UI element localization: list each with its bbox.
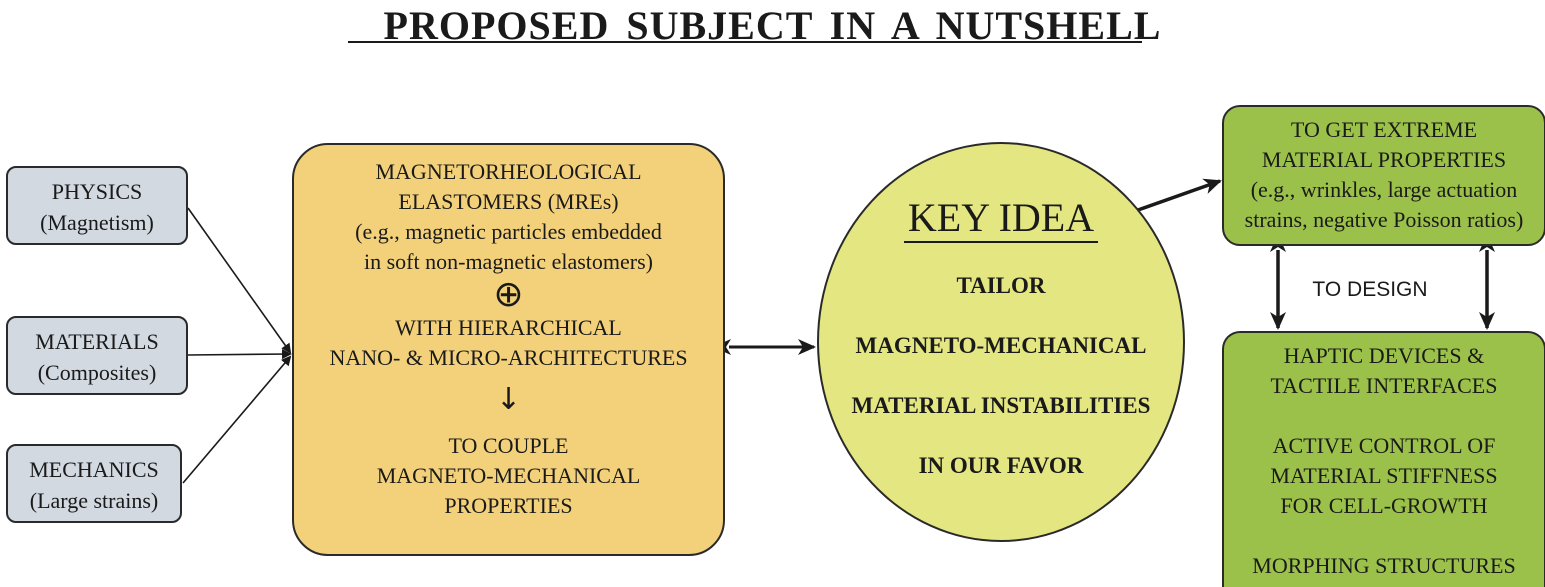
mre-line: WITH HIERARCHICAL [395, 315, 622, 340]
mre-line: (e.g., magnetic particles embedded [355, 219, 662, 244]
applications-line: ACTIVE CONTROL OF [1272, 433, 1496, 458]
input-mechanics-title: MECHANICS [29, 457, 159, 482]
diagram-title: PROPOSED SUBJECT IN A NUTSHELL [383, 3, 1162, 48]
spacer [1224, 401, 1544, 431]
down-arrow-icon: ↓ [495, 382, 522, 417]
applications-line: FOR CELL-GROWTH [1280, 493, 1488, 518]
input-mechanics-subtitle: (Large strains) [29, 488, 159, 513]
extreme-line: TO GET EXTREME [1290, 117, 1478, 142]
oplus-icon: ⊕ [493, 274, 524, 315]
key-idea-line: MATERIAL INSTABILITIES [851, 393, 1151, 418]
arrow-mechanics-to-mre [182, 355, 292, 484]
title-underline [348, 41, 1142, 43]
mre-box: MAGNETORHEOLOGICAL ELASTOMERS (MREs) (e.… [292, 143, 725, 556]
mre-line: PROPERTIES [444, 493, 573, 518]
applications-box: HAPTIC DEVICES & TACTILE INTERFACES ACTI… [1222, 331, 1545, 587]
key-idea-circle: KEY IDEA TAILOR MAGNETO-MECHANICAL MATER… [817, 142, 1185, 542]
mre-line: ELASTOMERS (MREs) [398, 189, 619, 214]
input-materials-subtitle: (Composites) [37, 360, 157, 385]
arrow-physics-to-mre [187, 207, 292, 354]
extreme-line: (e.g., wrinkles, large actuation [1250, 177, 1518, 202]
extreme-line: strains, negative Poisson ratios) [1244, 207, 1524, 232]
applications-line: MATERIAL STIFFNESS [1270, 463, 1498, 488]
input-box-materials: MATERIALS (Composites) [6, 316, 188, 395]
mre-line: TO COUPLE [448, 433, 569, 458]
mre-line: MAGNETO-MECHANICAL [376, 463, 641, 488]
extreme-properties-box: TO GET EXTREME MATERIAL PROPERTIES (e.g.… [1222, 105, 1545, 246]
applications-line: HAPTIC DEVICES & [1283, 343, 1485, 368]
key-idea-line: IN OUR FAVOR [918, 453, 1084, 478]
extreme-line: MATERIAL PROPERTIES [1261, 147, 1507, 172]
input-box-physics: PHYSICS (Magnetism) [6, 166, 188, 245]
key-idea-line: TAILOR [956, 273, 1046, 298]
input-materials-title: MATERIALS [35, 329, 159, 354]
input-box-mechanics: MECHANICS (Large strains) [6, 444, 182, 523]
applications-line: TACTILE INTERFACES [1270, 373, 1498, 398]
spacer [1224, 521, 1544, 551]
mre-line: NANO- & MICRO-ARCHITECTURES [329, 345, 688, 370]
key-idea-title: KEY IDEA [903, 196, 1099, 243]
input-physics-subtitle: (Magnetism) [40, 210, 154, 235]
mre-line: in soft non-magnetic elastomers) [364, 249, 653, 274]
arrow-materials-to-mre [187, 349, 292, 360]
applications-line: MORPHING STRUCTURES [1252, 553, 1516, 578]
to-design-label: TO DESIGN [1312, 278, 1428, 301]
key-idea-line: MAGNETO-MECHANICAL [855, 333, 1147, 358]
mre-line: MAGNETORHEOLOGICAL [375, 159, 642, 184]
input-physics-title: PHYSICS [51, 179, 143, 204]
